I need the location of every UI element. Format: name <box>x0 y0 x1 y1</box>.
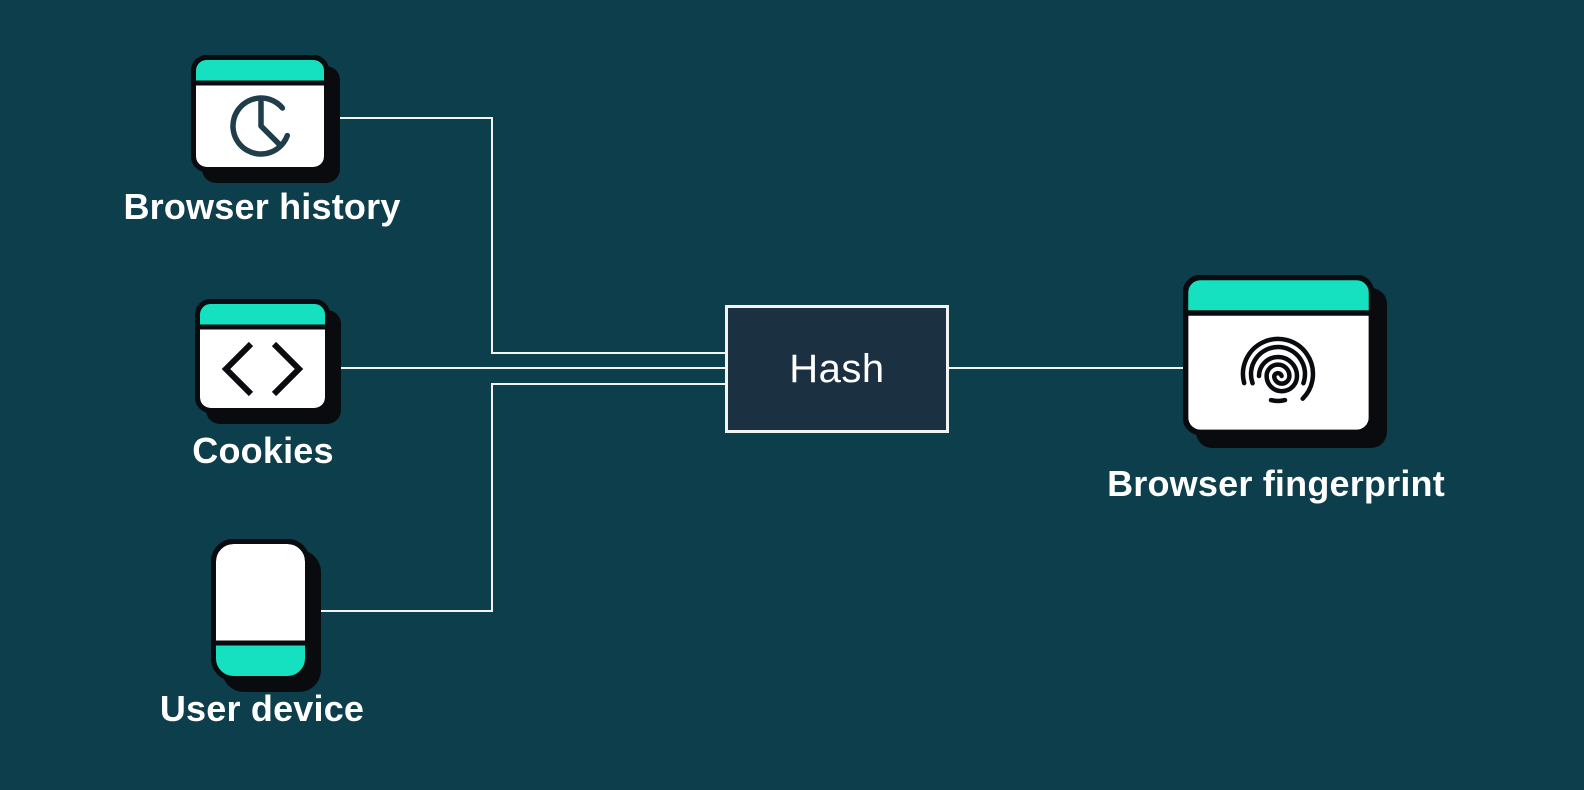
code-brackets-icon <box>221 341 304 397</box>
hash-label: Hash <box>789 346 885 391</box>
phone-bottom-bar <box>213 643 308 679</box>
fingerprint-icon <box>1240 336 1316 404</box>
clock-icon <box>230 95 291 157</box>
cookies-label: Cookies <box>192 430 334 471</box>
browser-history-icon <box>191 55 343 186</box>
user-device-label: User device <box>159 688 365 729</box>
user-device-icon <box>211 539 325 695</box>
browser-fingerprint-icon <box>1183 275 1391 452</box>
hash-box: Hash <box>725 305 949 433</box>
connector-user-device-to-hash <box>305 383 728 612</box>
connector-browser-history-to-hash <box>320 117 728 354</box>
cookies-icon <box>195 299 345 426</box>
browser-fingerprint-label: Browser fingerprint <box>1107 463 1445 504</box>
browser-history-label: Browser history <box>123 186 401 227</box>
